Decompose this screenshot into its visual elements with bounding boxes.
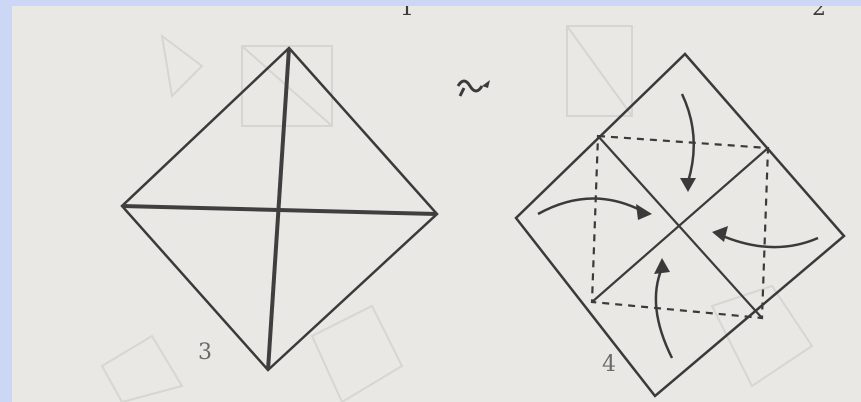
fold-arrow-bottom — [654, 267, 674, 359]
step-4-label: 4 — [602, 352, 616, 377]
step-4-square-outline — [514, 52, 846, 398]
step-4-crease-b — [591, 147, 769, 303]
step-4-crease-a — [597, 135, 763, 319]
fold-arrow-left — [537, 197, 645, 216]
fold-arrow-icon — [537, 93, 819, 359]
turn-over-icon — [456, 79, 490, 97]
fold-arrow-top — [680, 93, 696, 183]
page-number-1: 1 — [400, 6, 414, 21]
step-3-horizontal-crease — [121, 204, 438, 216]
step-3-label: 3 — [198, 340, 212, 365]
step-3-diagram — [120, 46, 439, 372]
step-4-diagram — [514, 52, 846, 398]
show-through-layer — [100, 25, 814, 402]
page-number-2: 2 — [812, 6, 826, 21]
fold-arrow-right — [717, 232, 819, 249]
diagram-paper: 1 2 3 4 — [12, 6, 861, 402]
